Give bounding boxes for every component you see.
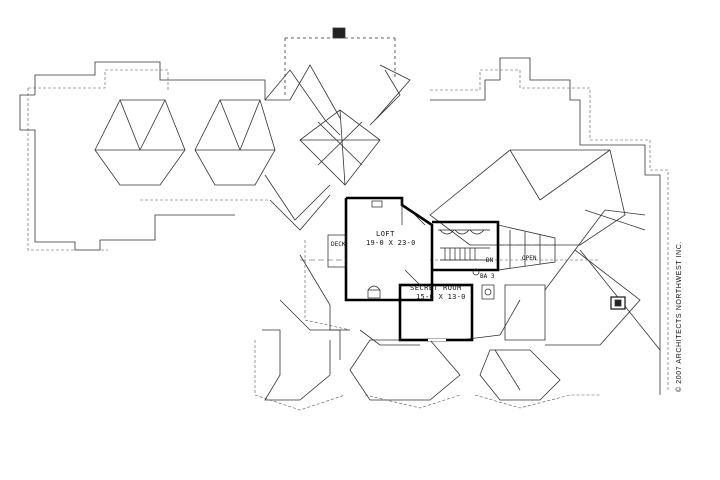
- loft-label: LOFT: [376, 230, 395, 238]
- loft-details: [327, 198, 495, 341]
- open-label: OPEN: [522, 255, 537, 262]
- roof-lines: [19, 27, 661, 401]
- down-label: DN: [486, 257, 494, 264]
- loft-dimensions: 19-0 x 23-0: [366, 239, 416, 247]
- bath-label: BA 3: [480, 273, 495, 280]
- deck-label: DECK: [331, 241, 346, 248]
- section-lines: [300, 244, 555, 261]
- copyright-text: © 2007 ARCHITECTS NORTHWEST INC.: [676, 241, 683, 392]
- secret-room-label: SECRET ROOM: [410, 284, 462, 292]
- secret-room-dimensions: 15-0 x 13-0: [416, 293, 466, 301]
- eave-lines: [27, 69, 669, 411]
